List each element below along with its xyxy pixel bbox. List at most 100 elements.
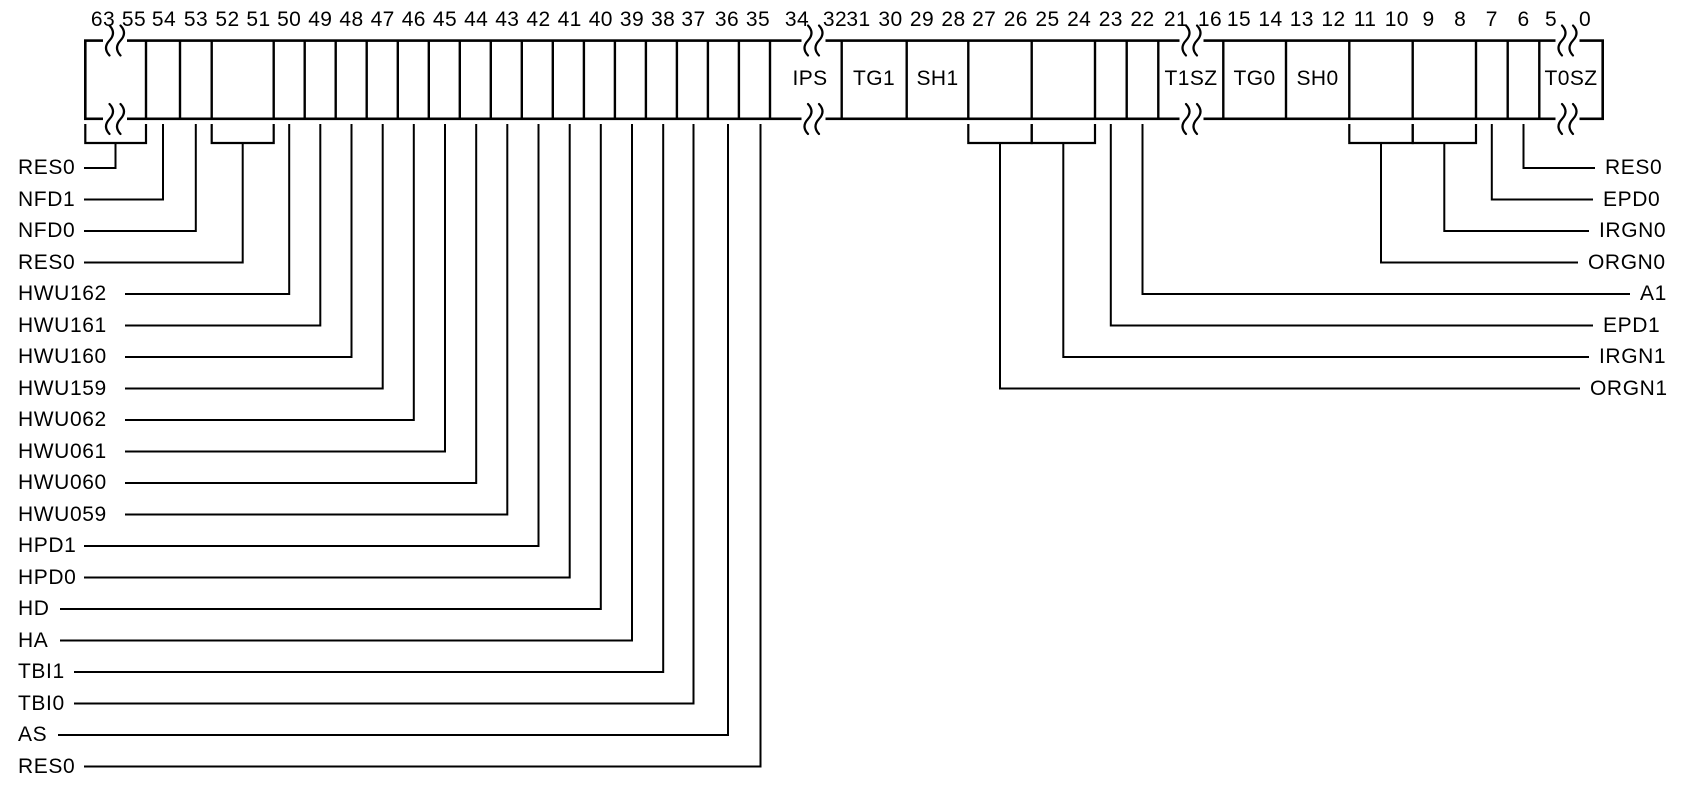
bit-number-8: 8 [1454, 8, 1467, 31]
callout-line-hwu161 [125, 124, 322, 327]
bit-number-0: 0 [1578, 8, 1592, 31]
bit-number-28: 28 [941, 8, 966, 31]
callout-label-hd: HD [18, 597, 50, 620]
field-brackets [84, 124, 1478, 145]
bracket-52-51 [210, 124, 275, 145]
bit-number-12: 12 [1321, 8, 1346, 31]
field-tg1: TG1 [852, 67, 896, 90]
bit-number-50: 50 [277, 8, 302, 31]
callout-label-irgn0: IRGN0 [1599, 219, 1667, 242]
callout-label-tbi1: TBI1 [18, 660, 65, 683]
break-squiggle-34-32 [803, 24, 824, 136]
bit-number-13: 13 [1289, 8, 1314, 31]
bit-number-47: 47 [370, 8, 395, 31]
callout-line-orgn0 [1380, 143, 1578, 264]
cell-dividers [144, 40, 1541, 119]
callout-label-ha: HA [18, 628, 49, 652]
bit-number-41: 41 [557, 8, 582, 31]
callout-label-hwu160: HWU160 [18, 345, 107, 368]
bracket-9-8 [1411, 124, 1478, 145]
field-t0sz: T0SZ [1544, 67, 1598, 90]
callout-line-nfd1 [84, 124, 164, 201]
callout-label-orgn0: ORGN0 [1588, 250, 1666, 274]
callout-line-ha [60, 124, 633, 642]
bit-number-5: 5 [1544, 8, 1558, 31]
callout-line-hwu162 [125, 124, 291, 295]
field-sh0: SH0 [1296, 67, 1339, 90]
callout-line-hwu159 [125, 124, 384, 390]
left-callout-lines [58, 124, 762, 768]
bit-number-16: 16 [1197, 8, 1223, 31]
bracket-11-10 [1348, 124, 1414, 145]
callout-line-tbi0 [74, 124, 695, 705]
bit-number-43: 43 [495, 8, 520, 31]
bit-number-23: 23 [1098, 8, 1123, 31]
callout-line-epd1 [1109, 124, 1593, 327]
bit-number-27: 27 [972, 8, 997, 31]
callout-label-epd1: EPD1 [1603, 313, 1661, 337]
bracket-63-55 [84, 124, 148, 145]
bit-number-11: 11 [1353, 8, 1377, 31]
callout-line-nfd0 [84, 124, 197, 232]
callout-label-orgn1: ORGN1 [1590, 376, 1668, 400]
callout-label-a1: A1 [1640, 282, 1667, 305]
bracket-25-24 [1030, 124, 1097, 145]
bit-number-52: 52 [215, 8, 240, 31]
callout-label-hpd1: HPD1 [18, 534, 77, 557]
bit-number-7: 7 [1485, 8, 1498, 31]
bit-number-26: 26 [1003, 8, 1028, 31]
bit-number-34: 34 [784, 8, 810, 31]
right-callout-lines [999, 124, 1630, 390]
bit-number-25: 25 [1035, 8, 1060, 31]
bit-number-10: 10 [1384, 8, 1409, 31]
callout-line-res0-52-51 [84, 143, 244, 264]
callout-line-a1 [1141, 124, 1630, 295]
callout-label-res0-63-55: RES0 [18, 156, 76, 179]
callout-label-hwu161: HWU161 [18, 313, 107, 337]
bit-number-9: 9 [1422, 8, 1435, 31]
callout-line-irgn0 [1443, 143, 1589, 232]
callout-label-epd0: EPD0 [1603, 187, 1661, 211]
bit-number-45: 45 [432, 8, 458, 31]
bit-number-35: 35 [745, 8, 771, 31]
bit-number-29: 29 [909, 8, 935, 31]
callout-line-hwu160 [125, 124, 353, 358]
bit-number-15: 15 [1226, 8, 1252, 31]
bit-number-30: 30 [878, 8, 903, 31]
callout-line-irgn1 [1062, 143, 1589, 358]
callout-line-as [58, 124, 729, 736]
bit-number-53: 53 [183, 8, 209, 31]
callout-line-hwu059 [125, 124, 509, 516]
bit-number-42: 42 [526, 8, 551, 31]
callout-label-hwu062: HWU062 [18, 408, 107, 431]
callout-line-res0-63-55 [84, 143, 117, 169]
callout-label-tbi0: TBI0 [18, 691, 65, 715]
break-squiggle-63-55 [104, 24, 126, 136]
callout-label-hpd0: HPD0 [18, 565, 77, 589]
callout-label-hwu059: HWU059 [18, 502, 107, 526]
break-squiggle-5-0 [1557, 24, 1578, 136]
bit-number-54: 54 [151, 8, 177, 31]
bit-number-39: 39 [619, 8, 645, 31]
bit-number-55: 55 [121, 8, 147, 31]
callout-label-nfd1: NFD1 [18, 187, 76, 211]
bit-number-46: 46 [401, 8, 426, 31]
callout-line-hwu062 [125, 124, 415, 421]
bit-number-51: 51 [246, 8, 271, 31]
callout-label-hwu159: HWU159 [18, 376, 107, 400]
bit-number-21: 21 [1163, 8, 1189, 31]
callout-label-hwu162: HWU162 [18, 282, 107, 305]
bit-number-36: 36 [714, 8, 740, 31]
callout-line-hwu060 [125, 124, 478, 484]
bit-number-40: 40 [588, 8, 613, 31]
bit-number-32: 32 [822, 8, 848, 31]
bracket-27-26 [967, 124, 1033, 145]
bit-number-14: 14 [1258, 8, 1283, 31]
callout-line-tbi1 [74, 124, 665, 673]
bit-number-31: 31 [846, 8, 871, 31]
callout-label-irgn1: IRGN1 [1599, 345, 1667, 368]
field-sh1: SH1 [916, 67, 959, 90]
callout-line-epd0 [1490, 124, 1593, 201]
callout-label-res0-52-51: RES0 [18, 250, 76, 274]
